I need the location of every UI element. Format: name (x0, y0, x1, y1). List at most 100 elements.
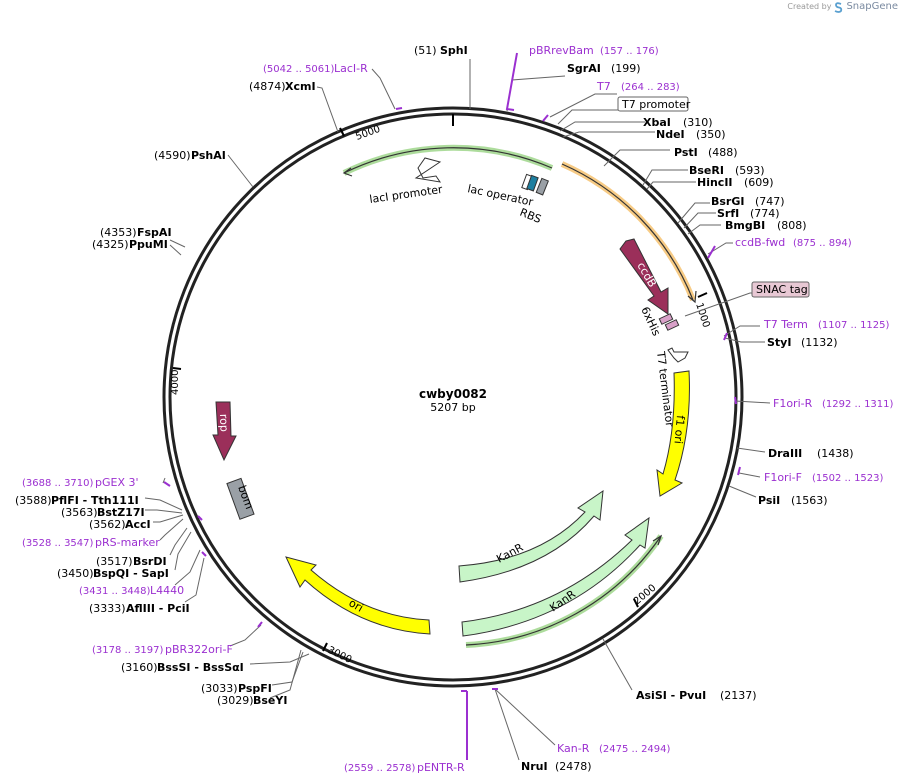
tick-mark-4000 (172, 367, 182, 370)
orf-arc-ccdb-line (561, 163, 694, 301)
enzyme-srfi[interactable]: SrfI (774) (717, 207, 780, 220)
enzyme-beseri[interactable]: BseRI(593) (689, 164, 765, 177)
enzyme-hincii[interactable]: HincII(609) (697, 176, 774, 189)
enzyme-bsrgi[interactable]: BsrGI(747) (711, 195, 785, 208)
primer-t7[interactable]: T7 (264 .. 283) (596, 80, 680, 93)
enzyme-asisi[interactable]: AsiSI - PvuI(2137) (636, 689, 757, 702)
svg-text:SrfI: SrfI (717, 207, 739, 220)
svg-text:pENTR-R: pENTR-R (417, 761, 465, 774)
svg-text:(1563): (1563) (791, 494, 828, 507)
enzyme-bseyi[interactable]: (3029)BseYI (217, 694, 287, 707)
primer-laci-r[interactable]: (5042 .. 5061)LacI-R (263, 62, 368, 75)
svg-text:BsrDI: BsrDI (133, 555, 167, 568)
enzyme-pflfi[interactable]: (3588)PflFI - Tth111I (15, 494, 139, 507)
primer-pbrrevbam[interactable]: pBRrevBam (157 .. 176) (529, 44, 659, 57)
svg-text:T7: T7 (596, 80, 611, 93)
primer-f1ori-r[interactable]: F1ori-R(1292 .. 1311) (773, 397, 894, 410)
enzyme-bspqi[interactable]: (3450)BspQI - SapI (57, 567, 169, 580)
bom-box (226, 477, 255, 520)
svg-text:BseRI: BseRI (689, 164, 724, 177)
feature-label-rop: rop (217, 414, 231, 432)
primer-l4440[interactable]: (3431 .. 3448)L4440 (79, 584, 184, 597)
svg-text:ccdB-fwd: ccdB-fwd (735, 236, 785, 249)
svg-text:(747): (747) (755, 195, 785, 208)
svg-text:(264 .. 283): (264 .. 283) (621, 82, 680, 93)
snac-tag-label[interactable]: SNAC tag (751, 281, 810, 298)
tick-mark-2000 (633, 598, 639, 608)
svg-text:(1107 .. 1125): (1107 .. 1125) (818, 320, 890, 331)
svg-text:BseYI: BseYI (253, 694, 287, 707)
svg-text:pRS-marker: pRS-marker (95, 536, 160, 549)
svg-text:(3431 .. 3448): (3431 .. 3448) (79, 586, 151, 597)
primer-f1ori-f[interactable]: F1ori-F(1502 .. 1523) (764, 471, 884, 484)
svg-text:(3160): (3160) (121, 661, 158, 674)
primer-pentr-r[interactable]: (2559 .. 2578)pENTR-R (344, 761, 465, 774)
orf-arcs (342, 144, 697, 648)
svg-text:(774): (774) (750, 207, 780, 220)
tick-label-4000: 4000 (170, 370, 181, 395)
enzyme-pshai[interactable]: (4590)PshAI (154, 149, 226, 162)
credit-brand: SnapGene (846, 1, 898, 12)
enzyme-styi[interactable]: StyI (1132) (767, 336, 838, 349)
primer-prs-marker[interactable]: (3528 .. 3547)pRS-marker (22, 536, 160, 549)
svg-text:NruI: NruI (521, 760, 548, 773)
lac-operator-box (526, 174, 539, 192)
svg-text:AflIII - PciI: AflIII - PciI (126, 602, 190, 615)
svg-text:StyI: StyI (767, 336, 791, 349)
enzyme-bsssi[interactable]: (3160)BssSI - BssSαI (121, 661, 244, 674)
enzyme-psti[interactable]: PstI(488) (674, 146, 738, 159)
enzyme-bmgbi[interactable]: BmgBI(808) (725, 219, 807, 232)
enzyme-ppumi[interactable]: (4325)PpuMI (92, 238, 168, 251)
t7-promoter-label[interactable]: T7 promoter (617, 96, 691, 112)
svg-text:FspAI: FspAI (137, 226, 172, 239)
enzyme-acci[interactable]: (3562)AccI (89, 518, 151, 531)
svg-text:(488): (488) (708, 146, 738, 159)
svg-text:XbaI: XbaI (643, 116, 671, 129)
svg-text:DraIII: DraIII (768, 447, 802, 460)
svg-text:(157 .. 176): (157 .. 176) (600, 46, 659, 57)
enzyme-sgrai[interactable]: SgrAI(199) (567, 62, 641, 75)
ccdb-arrow (619, 238, 669, 315)
rbs-box (535, 177, 549, 196)
primer-pgex3[interactable]: (3688 .. 3710)pGEX 3' (22, 476, 139, 489)
orf-arc-ccdb (560, 161, 696, 302)
primer-pbr322ori-f[interactable]: (3178 .. 3197)pBR322ori-F (92, 643, 233, 656)
svg-text:F1ori-F: F1ori-F (764, 471, 802, 484)
enzyme-nrui[interactable]: NruI (2478) (521, 760, 592, 773)
t7-terminator-arrow (667, 347, 689, 363)
center-label: cwby0082 5207 bp (419, 387, 487, 414)
svg-text:(2137): (2137) (720, 689, 757, 702)
svg-text:(4325): (4325) (92, 238, 129, 251)
enzyme-psii[interactable]: PsiI(1563) (758, 494, 828, 507)
primer-kan-r[interactable]: Kan-R(2475 .. 2494) (557, 742, 671, 755)
svg-text:SphI: SphI (440, 44, 468, 57)
primer-ccdb-fwd[interactable]: ccdB-fwd(875 .. 894) (735, 236, 852, 249)
orf-arc-kanr-line (465, 535, 662, 646)
enzyme-sphi[interactable]: (51)SphI (414, 44, 468, 57)
svg-text:(2478): (2478) (555, 760, 592, 773)
primer-labels: pBRrevBam (157 .. 176) T7 (264 .. 283) ccd… (22, 44, 894, 774)
enzyme-xbai[interactable]: XbaI (310) (643, 116, 713, 129)
svg-text:SNAC tag: SNAC tag (756, 283, 808, 296)
svg-text:(310): (310) (683, 116, 713, 129)
svg-text:pBRrevBam: pBRrevBam (529, 44, 594, 57)
enzyme-ndei[interactable]: NdeI(350) (656, 128, 726, 141)
plasmid-length: 5207 bp (430, 401, 475, 414)
svg-text:(3588): (3588) (15, 494, 52, 507)
kanr-arrow-outer (461, 516, 650, 637)
svg-text:(1132): (1132) (801, 336, 838, 349)
svg-text:(3563): (3563) (61, 506, 98, 519)
svg-text:(5042 .. 5061): (5042 .. 5061) (263, 64, 335, 75)
enzyme-draiii[interactable]: DraIII(1438) (768, 447, 854, 460)
svg-text:SgrAI: SgrAI (567, 62, 601, 75)
feature-label-6xhis: 6xHis (638, 305, 663, 338)
enzyme-xcmi[interactable]: (4874)XcmI (249, 80, 316, 93)
enzyme-bstz17i[interactable]: (3563)BstZ17I (61, 506, 145, 519)
enzyme-bsrdi[interactable]: (3517)BsrDI (96, 555, 167, 568)
primer-t7-term[interactable]: T7 Term(1107 .. 1125) (763, 318, 890, 331)
enzyme-afliii[interactable]: (3333)AflIII - PciI (89, 602, 190, 615)
enzyme-fspai[interactable]: (4353)FspAI (100, 226, 172, 239)
enzyme-pspfi[interactable]: (3033)PspFI (201, 682, 272, 695)
primer-markers (163, 52, 741, 760)
